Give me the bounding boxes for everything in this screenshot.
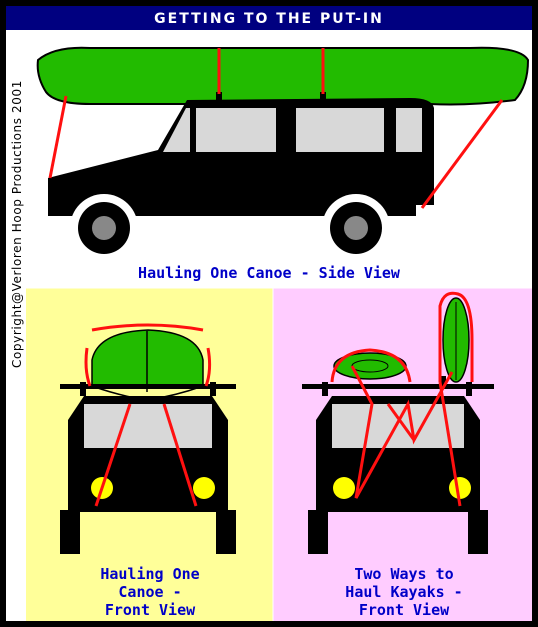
kayak-rack-post-left [322,382,328,396]
front-canoe-caption-line-1: Hauling One [100,565,199,583]
front-kayaks-caption-line-2: Haul Kayaks - [345,583,462,601]
front-canoe-caption-line-2: Canoe - [118,583,181,601]
front-kayaks-caption-line-3: Front View [359,601,450,619]
kayak-rack-post-right [466,382,472,396]
canoe-roof-rack [60,384,236,389]
front-tire-left [60,510,80,554]
headlight-right [193,477,215,499]
front-canoe-panel: Hauling One Canoe - Front View [26,288,273,621]
rear-side-window [296,108,384,152]
canoe-rack-post-left [80,382,86,396]
kayak-roof-rack [302,384,494,389]
front-side-window [196,108,276,152]
side-view-panel: Hauling One Canoe - Side View [26,30,532,288]
front-canoe-caption-line-3: Front View [105,601,196,619]
headlight-right-2 [449,477,471,499]
front-kayaks-panel: Two Ways to Haul Kayaks - Front View [273,288,532,621]
front-tire-right [216,510,236,554]
copyright-text: Copyright@Verloren Hoop Productions 2001 [10,80,24,368]
rear-wheel-hub [344,216,368,240]
canoe-rack-post-right [210,382,216,396]
rear-quarter-window [396,108,422,152]
headlight-left-2 [333,477,355,499]
vehicle-front-windshield [84,404,212,448]
canoe-side [38,48,528,105]
front-tire-right-2 [468,510,488,554]
diagram-title: GETTING TO THE PUT-IN [154,11,384,27]
front-kayaks-caption-line-1: Two Ways to [354,565,453,583]
front-tire-left-2 [308,510,328,554]
front-wheel-hub [92,216,116,240]
side-view-caption: Hauling One Canoe - Side View [138,264,401,282]
